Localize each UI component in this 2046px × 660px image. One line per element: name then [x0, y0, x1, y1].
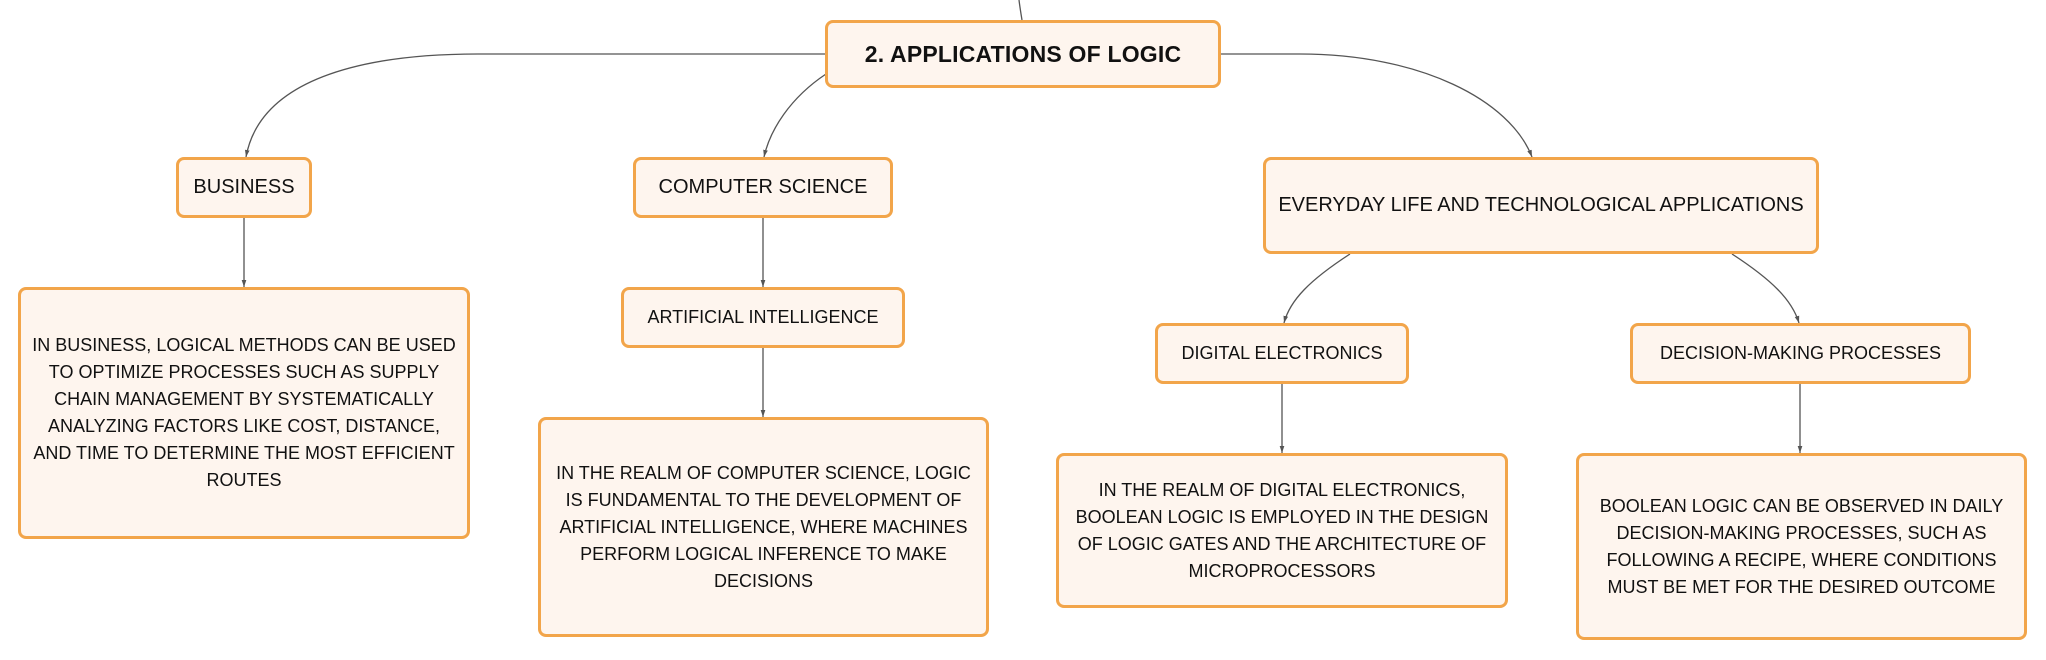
- connector-parent-to-root: [1018, 0, 1023, 21]
- topic-decision-making-label: DECISION-MAKING PROCESSES: [1659, 343, 1942, 363]
- topic-computer-science-label: COMPUTER SCIENCE: [658, 176, 868, 198]
- topic-artificial-intelligence[interactable]: ARTIFICIAL INTELLIGENCE: [621, 287, 905, 348]
- topic-computer-science[interactable]: COMPUTER SCIENCE: [633, 157, 893, 218]
- root-topic-label: 2. APPLICATIONS OF LOGIC: [864, 40, 1182, 67]
- root-topic[interactable]: 2. APPLICATIONS OF LOGIC: [825, 20, 1221, 88]
- business-description-text: IN BUSINESS, LOGICAL METHODS CAN BE USED…: [32, 335, 456, 490]
- topic-everyday-life-label: EVERYDAY LIFE AND TECHNOLOGICAL APPLICAT…: [1278, 194, 1804, 216]
- connector-everyday-to-decision-making: [1731, 253, 1800, 324]
- digital-electronics-description[interactable]: IN THE REALM OF DIGITAL ELECTRONICS, BOO…: [1056, 453, 1508, 608]
- digital-electronics-description-text: IN THE REALM OF DIGITAL ELECTRONICS, BOO…: [1075, 479, 1489, 581]
- topic-everyday-life[interactable]: EVERYDAY LIFE AND TECHNOLOGICAL APPLICAT…: [1263, 157, 1819, 254]
- topic-business[interactable]: BUSINESS: [176, 157, 312, 218]
- artificial-intelligence-description-text: IN THE REALM OF COMPUTER SCIENCE, LOGIC …: [556, 462, 971, 591]
- artificial-intelligence-description[interactable]: IN THE REALM OF COMPUTER SCIENCE, LOGIC …: [538, 417, 989, 637]
- business-description[interactable]: IN BUSINESS, LOGICAL METHODS CAN BE USED…: [18, 287, 470, 539]
- topic-artificial-intelligence-label: ARTIFICIAL INTELLIGENCE: [647, 307, 879, 327]
- decision-making-description[interactable]: BOOLEAN LOGIC CAN BE OBSERVED IN DAILY D…: [1576, 453, 2027, 640]
- connector-root-to-computer-science: [763, 73, 827, 158]
- topic-digital-electronics[interactable]: DIGITAL ELECTRONICS: [1155, 323, 1409, 384]
- topic-digital-electronics-label: DIGITAL ELECTRONICS: [1181, 343, 1383, 363]
- connector-root-to-business: [244, 53, 825, 158]
- topic-decision-making[interactable]: DECISION-MAKING PROCESSES: [1630, 323, 1971, 384]
- connector-root-to-everyday: [1221, 53, 1533, 158]
- topic-business-label: BUSINESS: [193, 176, 295, 198]
- decision-making-description-text: BOOLEAN LOGIC CAN BE OBSERVED IN DAILY D…: [1599, 495, 2004, 597]
- connector-everyday-to-digital-electronics: [1283, 253, 1351, 324]
